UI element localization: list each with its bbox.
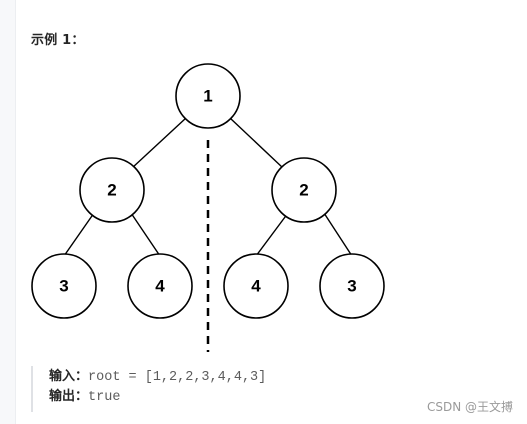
node-label: 3 [59, 277, 68, 296]
node-label: 4 [155, 277, 165, 296]
tree-node-right-child: 2 [271, 157, 337, 223]
tree-node-root: 1 [175, 63, 241, 129]
edge-root-left [131, 117, 187, 169]
node-label: 1 [203, 87, 212, 106]
edge-left-right [130, 212, 161, 257]
output-line: 输出：true [49, 386, 391, 406]
example-io-block: 输入：root = [1,2,2,3,4,4,3] 输出：true [31, 366, 391, 412]
node-label: 2 [107, 181, 116, 200]
edge-right-right [323, 212, 353, 257]
tree-node-leaf-2: 4 [127, 253, 193, 319]
output-value: true [88, 390, 121, 405]
edge-left-left [63, 212, 95, 257]
edge-right-left [255, 212, 289, 257]
node-label: 4 [251, 277, 261, 296]
tree-node-leaf-3: 4 [223, 253, 289, 319]
input-line: 输入：root = [1,2,2,3,4,4,3] [49, 366, 391, 386]
watermark: CSDN @王文搏 [426, 400, 513, 414]
node-label: 3 [347, 277, 356, 296]
left-gutter [0, 0, 16, 424]
edge-root-right [229, 117, 284, 169]
tree-node-leaf-4: 3 [319, 253, 385, 319]
example-heading: 示例 1： [31, 33, 85, 48]
input-label: 输入： [49, 369, 89, 384]
output-label: 输出： [49, 389, 89, 404]
input-value: root = [1,2,2,3,4,4,3] [88, 370, 267, 385]
tree-node-left-child: 2 [79, 157, 145, 223]
node-label: 2 [299, 181, 308, 200]
tree-node-leaf-1: 3 [31, 253, 97, 319]
